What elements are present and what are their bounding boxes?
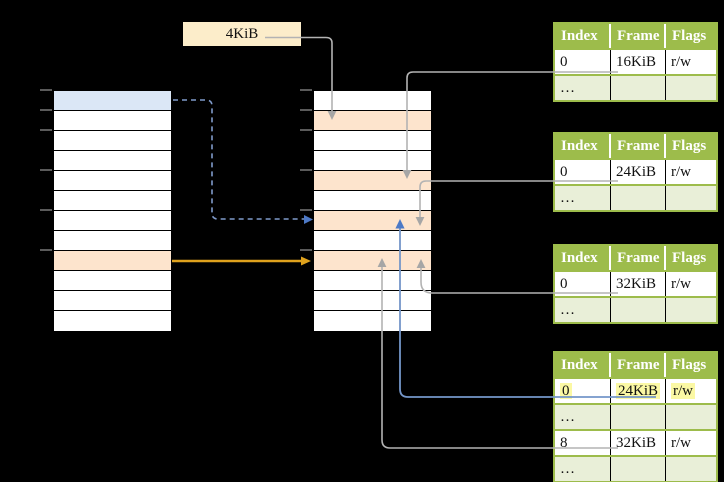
memory-row-white [314,291,431,311]
header-cell-flags: Flags [672,138,707,154]
table-cell: … [555,298,611,322]
header-cell-flags: Flags [672,357,707,373]
table-cell: … [555,76,611,100]
table-cell: r/w [671,164,691,180]
highlighted-value: r/w [671,383,695,399]
header-cell-frame: Frame [611,353,666,377]
frame-table-row: … [555,74,716,100]
table-cell: 24KiB [611,379,666,403]
frame-table-row: … [555,296,716,322]
table-cell [666,405,716,429]
table-cell: r/w [671,435,691,451]
memory-row-orange [314,211,431,231]
header-cell-index: Index [555,353,611,377]
memory-row-white [314,151,431,171]
highlighted-value: 0 [560,383,572,399]
table-cell: 32KiB [611,431,666,455]
left-memory-table [53,90,172,331]
table-cell [666,186,716,210]
memory-row-white [54,231,171,251]
table-cell [666,298,716,322]
memory-row-white [54,291,171,311]
frame-table-row: … [555,403,716,429]
header-cell-index: Index [555,24,611,48]
memory-row-white [314,311,431,331]
memory-row-blue [54,91,171,111]
header-cell-flags: Flags [672,250,707,266]
table-cell: 0 [555,50,611,74]
memory-row-orange [54,251,171,271]
frame-table-row: … [555,455,716,481]
header-cell-frame: Frame [611,24,666,48]
table-cell: 24KiB [611,160,666,184]
memory-row-white [54,131,171,151]
page-size-label: 4KiB [183,22,301,46]
memory-row-white [314,131,431,151]
memory-row-orange [314,171,431,191]
header-cell-frame: Frame [611,134,666,158]
arrowhead-right-icon [304,215,313,224]
table-cell [611,405,666,429]
table-cell [611,298,666,322]
memory-row-white [54,111,171,131]
middle-memory-table [313,90,432,331]
memory-row-white [314,91,431,111]
table-cell: … [555,405,611,429]
memory-row-orange [314,111,431,131]
arrow-left-blue-to-middle-dashed [173,99,305,220]
table-cell: … [555,186,611,210]
table-cell [611,186,666,210]
memory-row-white [314,191,431,211]
memory-row-white [54,151,171,171]
table-cell [666,76,716,100]
memory-row-white [54,211,171,231]
table-cell [666,457,716,481]
memory-row-white [54,271,171,291]
memory-row-white [314,271,431,291]
table-cell: … [555,457,611,481]
memory-row-white [314,231,431,251]
table-cell: 0 [555,160,611,184]
header-cell-index: Index [555,134,611,158]
table-cell [611,457,666,481]
table-cell: r/w [671,276,691,292]
table-cell: r/w [666,379,716,403]
header-cell-flags: Flags [672,28,707,44]
header-cell-frame: Frame [611,246,666,270]
table-cell: 0 [555,379,611,403]
highlighted-value: 24KiB [616,383,661,399]
header-cell-index: Index [555,246,611,270]
memory-row-white [54,171,171,191]
memory-row-white [54,311,171,331]
frame-table-row: … [555,184,716,210]
frame-table-row: 0 24KiB r/w [555,377,716,403]
memory-row-white [54,191,171,211]
table-cell: 8 [555,431,611,455]
table-cell: r/w [671,54,691,70]
memory-row-orange [314,251,431,271]
table-cell: 0 [555,272,611,296]
table-cell: 16KiB [611,50,666,74]
arrowhead-right-icon [301,256,311,266]
table-cell [611,76,666,100]
table-cell: 32KiB [611,272,666,296]
